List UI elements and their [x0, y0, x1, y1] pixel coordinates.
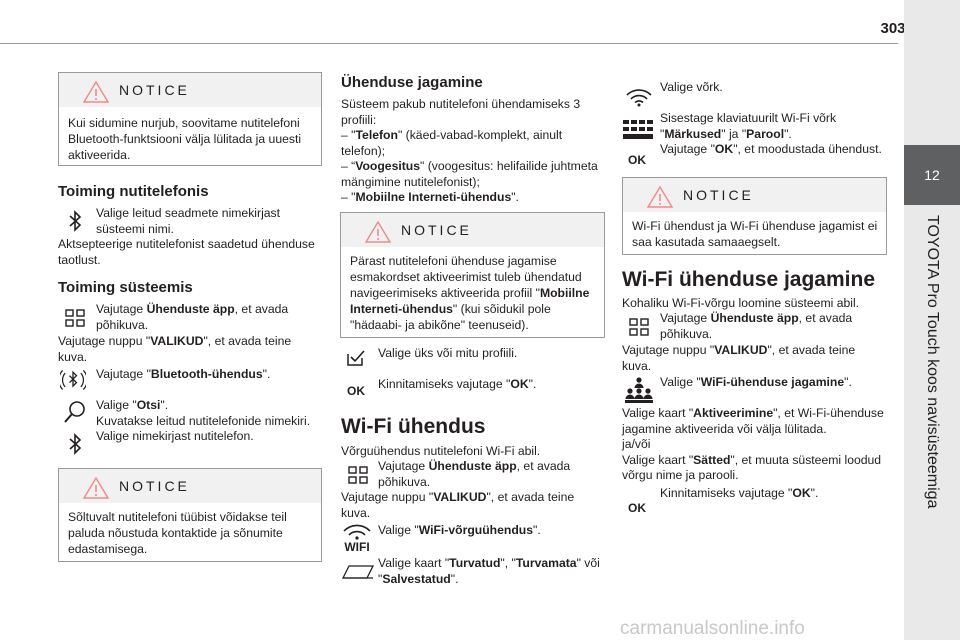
search-icon: [62, 399, 88, 425]
notice-text: Pärast nutitelefoni ühenduse jagamise es…: [350, 254, 590, 332]
text-vorguuhendus: Võrguühendus nutitelefoni Wi-Fi abil.: [341, 444, 541, 458]
text-kohaliku-vork: Kohaliku Wi-Fi-võrgu loomine süsteemi ab…: [622, 296, 860, 310]
text-valikud: Vajutage nuppu "VALIKUD", et avada teine…: [58, 334, 292, 364]
warning-icon: [83, 81, 109, 103]
notice-text: Sõltuvalt nutitelefoni tüübist võidakse …: [68, 510, 287, 556]
text-aktsepteerige: Aktsepteerige nutitelefonist saadetud üh…: [58, 237, 315, 267]
tab-card-icon: [341, 559, 375, 585]
notice-box-3: NOTICE Pärast nutitelefoni ühenduse jaga…: [340, 212, 605, 338]
wifi-signal-icon: [624, 84, 654, 110]
bluetooth-icon: [62, 431, 88, 457]
footer-watermark: carmanualsonline.info: [620, 618, 805, 639]
bluetooth-waves-icon: [60, 367, 86, 393]
heading-wifi-uhenduse-jagamine: Wi-Fi ühenduse jagamine: [622, 268, 876, 291]
apps-grid-icon: [62, 305, 88, 331]
text-klaviatuur: Sisestage klaviatuurilt Wi-Fi võrk "Märk…: [660, 111, 882, 156]
checkbox-icon: [343, 345, 369, 371]
warning-icon: [365, 221, 391, 243]
text-kinnitamiseks-2: Kinnitamiseks vajutage "OK".: [660, 486, 819, 500]
hotspot-share-icon: [624, 375, 654, 405]
text-wifi-jagamine: Valige "WiFi-ühenduse jagamine".: [660, 375, 852, 389]
heading-toiming-susteemis: Toiming süsteemis: [58, 279, 193, 296]
text-valige-profiili: Valige üks või mitu profiili.: [378, 346, 518, 360]
text-valikud-3: Vajutage nuppu "VALIKUD", et avada teine…: [622, 343, 856, 373]
notice-box-1: NOTICE Kui sidumine nurjub, soovitame nu…: [58, 72, 322, 166]
text-ava-pohikuva: Vajutage Ühenduste äpp, et avada põhikuv…: [96, 302, 289, 332]
heading-uhenduse-jagamine: Ühenduse jagamine: [341, 74, 483, 91]
notice-title: NOTICE: [401, 222, 472, 238]
wifi-icon: WIFI: [340, 522, 374, 556]
notice-box-2: NOTICE Sõltuvalt nutitelefoni tüübist võ…: [58, 468, 322, 562]
text-ava-pohikuva-2: Vajutage Ühenduste äpp, et avada põhikuv…: [378, 459, 571, 489]
notice-box-4: NOTICE Wi-Fi ühendust ja Wi-Fi ühenduse …: [622, 177, 887, 255]
chapter-number: 12: [904, 145, 960, 205]
apps-grid-icon: [626, 314, 652, 340]
apps-grid-icon: [345, 462, 371, 488]
text-aktiveerimine: Valige kaart "Aktiveerimine", et Wi-Fi-ü…: [622, 406, 884, 482]
keyboard-icon: [622, 117, 654, 143]
page-number: 303: [880, 20, 906, 37]
side-title: TOYOTA Pro Touch koos navisüsteemiga: [924, 215, 941, 509]
bluetooth-icon: [62, 208, 88, 234]
ok-icon: OK: [628, 501, 646, 515]
text-ava-pohikuva-3: Vajutage Ühenduste äpp, et avada põhikuv…: [660, 311, 853, 341]
text-profiilid: Süsteem pakub nutitelefoni ühendamiseks …: [341, 97, 598, 204]
text-bluetooth-uhendus: Vajutage "Bluetooth-ühendus".: [96, 367, 271, 381]
text-valige-vork: Valige võrk.: [660, 80, 723, 94]
notice-text: Kui sidumine nurjub, soovitame nutitelef…: [68, 116, 302, 162]
heading-wifi-uhendus: Wi-Fi ühendus: [341, 415, 486, 438]
heading-toiming-nutitelefonis: Toiming nutitelefonis: [58, 183, 209, 200]
notice-title: NOTICE: [119, 478, 190, 494]
warning-icon: [647, 186, 673, 208]
wifi-label: WIFI: [344, 540, 370, 554]
notice-title: NOTICE: [119, 82, 190, 98]
notice-text: Wi-Fi ühendust ja Wi-Fi ühenduse jagamis…: [632, 219, 878, 249]
text-wifi-vorguuhendus: Valige "WiFi-võrguühendus".: [378, 523, 541, 537]
ok-icon: OK: [347, 384, 365, 398]
text-kinnitamiseks: Kinnitamiseks vajutage "OK".: [378, 377, 537, 391]
text-otsi: Valige "Otsi". Kuvatakse leitud nutitele…: [96, 398, 311, 443]
warning-icon: [83, 477, 109, 499]
text-valikud-2: Vajutage nuppu "VALIKUD", et avada teine…: [341, 490, 575, 520]
ok-icon: OK: [628, 153, 646, 167]
text-valige-kaart: Valige kaart "Turvatud", "Turvamata" või…: [378, 556, 600, 586]
side-tab: [904, 0, 960, 640]
notice-title: NOTICE: [683, 187, 754, 203]
header-rule: [0, 43, 898, 44]
